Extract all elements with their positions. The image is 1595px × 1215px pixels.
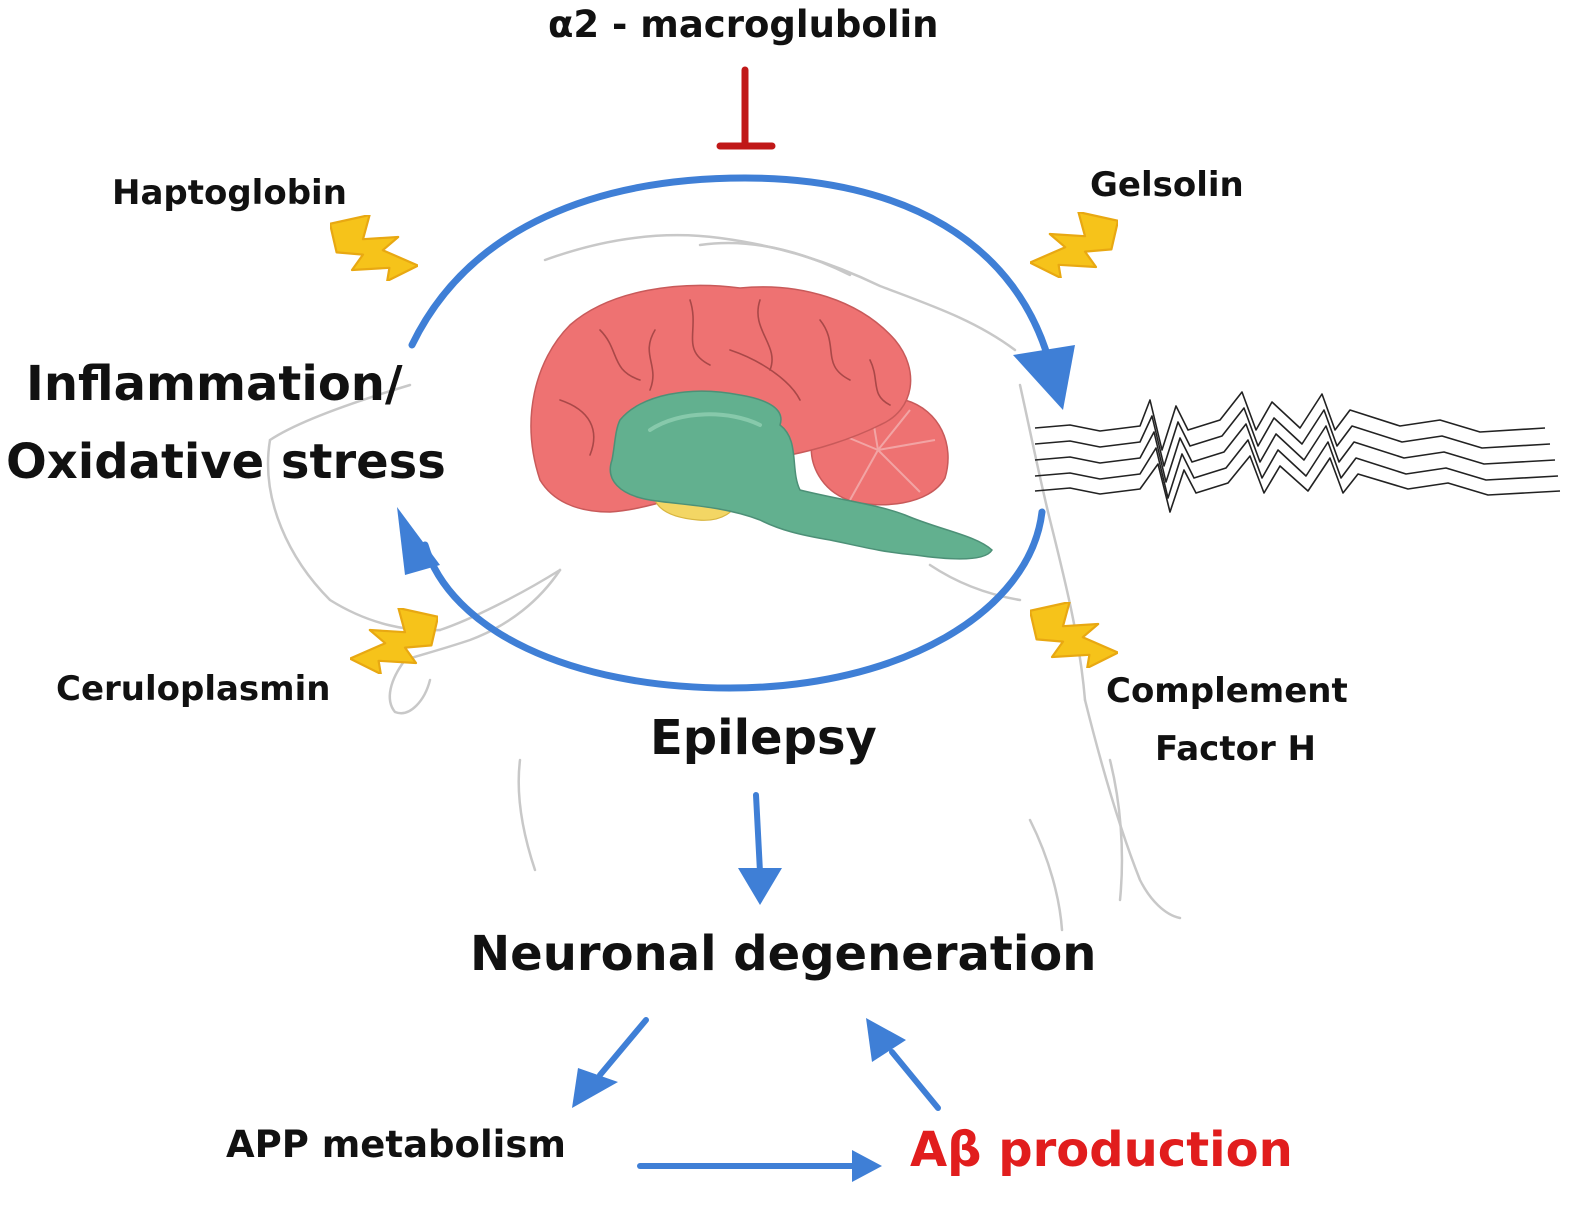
arrow-neuronal-to-app xyxy=(597,1017,649,1078)
cerebrum-sulci xyxy=(559,299,891,456)
haptoglobin-label: Haptoglobin xyxy=(112,173,347,213)
inflammation-label-line2: Oxidative stress xyxy=(6,434,446,490)
gelsolin-label: Gelsolin xyxy=(1090,165,1244,205)
inhibition-t-icon xyxy=(716,66,776,150)
alpha2-macroglobulin-label: α2 - macroglubolin xyxy=(548,3,939,46)
lightning-icon xyxy=(1030,602,1118,668)
lightning-icon xyxy=(1030,212,1118,278)
ceruloplasmin-label: Ceruloplasmin xyxy=(56,669,331,709)
corpus-callosum-highlight xyxy=(648,412,762,432)
abeta-production-label: Aβ production xyxy=(910,1122,1293,1178)
head-outline xyxy=(266,234,1182,932)
cycle-arrow-bottom xyxy=(421,508,1046,692)
app-metabolism-label: APP metabolism xyxy=(226,1123,566,1166)
cycle-arrow-top xyxy=(408,174,1056,376)
complement-label-line2: Factor H xyxy=(1155,729,1317,769)
epilepsy-label: Epilepsy xyxy=(650,710,877,766)
complement-label-line1: Complement xyxy=(1106,671,1348,711)
cycle-arrowhead-bottom xyxy=(397,507,440,575)
cycle-arrowhead-top xyxy=(1013,345,1075,410)
neuronal-degeneration-label: Neuronal degeneration xyxy=(470,926,1097,982)
arrow-abeta-to-neuronal xyxy=(889,1049,941,1111)
brainstem xyxy=(609,390,993,560)
lightning-icon xyxy=(330,215,418,281)
arrow-epilepsy-to-neuronal xyxy=(753,792,763,875)
inflammation-label-line1: Inflammation/ xyxy=(26,356,403,412)
eeg-trace xyxy=(1034,391,1561,513)
brain-illustration xyxy=(530,284,993,560)
